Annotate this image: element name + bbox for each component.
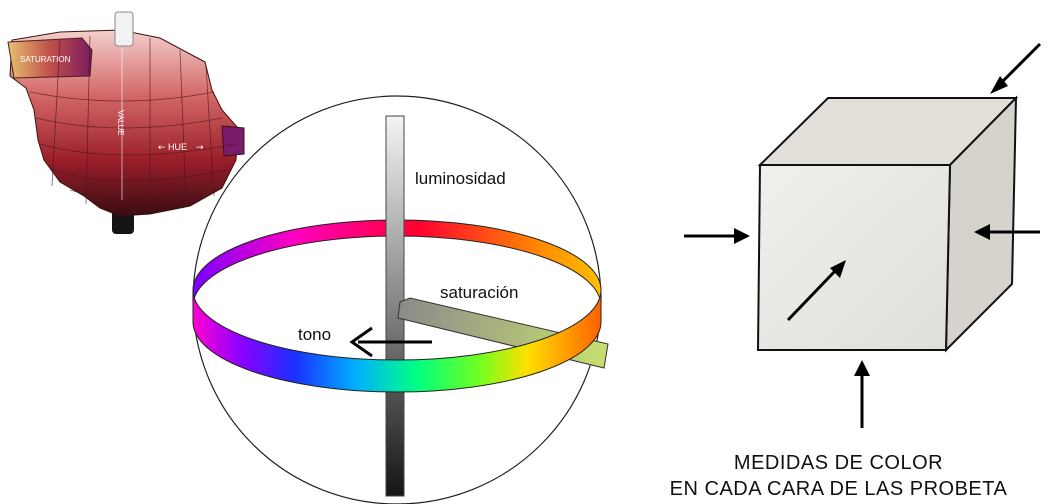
hue-ring-front bbox=[192, 289, 602, 393]
munsell-value-label: VALUE bbox=[116, 110, 125, 136]
arrow-bottom bbox=[854, 360, 870, 428]
cube-caption-line2: EN CADA CARA DE LAS PROBETA bbox=[669, 478, 1008, 500]
cube-caption-line1: MEDIDAS DE COLOR bbox=[733, 452, 944, 474]
hue-arrow bbox=[349, 326, 432, 358]
saturation-label: saturación bbox=[440, 283, 518, 302]
luminosity-label: luminosidad bbox=[415, 169, 506, 188]
munsell-color-solid: SATURATION VALUE HUE ← → bbox=[7, 11, 245, 234]
sample-cube-diagram bbox=[684, 42, 1042, 428]
arrow-right bbox=[974, 224, 1040, 240]
hue-label: tono bbox=[298, 325, 331, 344]
arrow-left bbox=[684, 228, 750, 244]
munsell-hue-label: HUE bbox=[168, 142, 187, 152]
munsell-saturation-arm bbox=[7, 37, 93, 79]
munsell-hue-arrow-glyph-right: → bbox=[196, 143, 204, 153]
arrow-front bbox=[786, 260, 846, 322]
munsell-hue-arrow-glyph: ← bbox=[158, 143, 166, 153]
munsell-block-lines bbox=[29, 35, 237, 212]
munsell-hue-tab bbox=[221, 125, 245, 157]
color-sphere-diagram: luminosidad saturación tono bbox=[192, 95, 609, 504]
arrow-top bbox=[990, 42, 1042, 94]
cube-front-face bbox=[756, 164, 952, 351]
munsell-saturation-label: SATURATION bbox=[20, 55, 71, 64]
munsell-white-post bbox=[114, 11, 134, 47]
